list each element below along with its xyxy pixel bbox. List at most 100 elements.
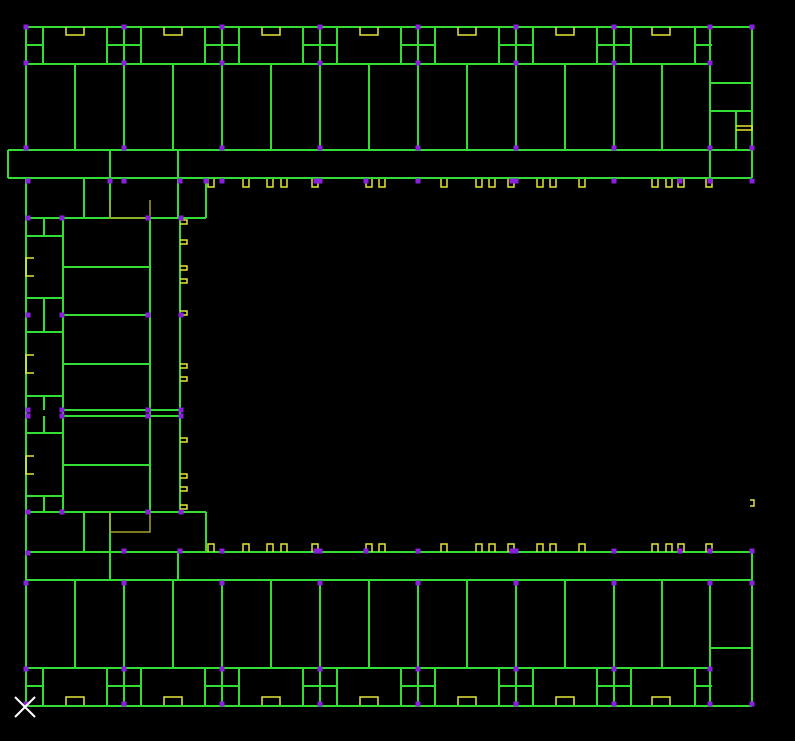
column-node	[707, 24, 713, 30]
column-node	[107, 178, 113, 184]
door-symbol	[507, 543, 515, 552]
door-symbol	[180, 278, 188, 284]
door-symbol	[651, 696, 671, 705]
column-node	[749, 145, 755, 151]
column-node	[317, 60, 323, 66]
column-node	[749, 580, 755, 586]
door-symbol	[651, 27, 671, 36]
column-node	[23, 701, 29, 707]
column-node	[415, 580, 421, 586]
column-node	[25, 509, 31, 515]
column-node	[513, 178, 519, 184]
door-symbol	[736, 125, 753, 131]
door-symbol	[475, 179, 483, 188]
door-symbol	[180, 437, 188, 443]
door-symbol	[378, 179, 386, 188]
column-node	[749, 701, 755, 707]
column-node	[611, 701, 617, 707]
door-symbol	[163, 696, 183, 705]
column-node	[707, 701, 713, 707]
column-node	[415, 701, 421, 707]
door-symbol	[163, 27, 183, 36]
door-symbol	[440, 543, 448, 552]
column-node	[203, 178, 209, 184]
door-symbol	[280, 179, 288, 188]
column-node	[145, 413, 151, 419]
column-node	[611, 548, 617, 554]
column-node	[677, 548, 683, 554]
column-node	[415, 178, 421, 184]
column-node	[121, 701, 127, 707]
column-node	[611, 580, 617, 586]
column-node	[59, 509, 65, 515]
column-node	[219, 145, 225, 151]
door-symbol	[705, 543, 713, 552]
door-symbol	[180, 219, 188, 225]
door-symbol	[109, 512, 151, 533]
door-symbol	[180, 363, 188, 369]
door-symbol	[549, 179, 557, 188]
door-symbol	[280, 543, 288, 552]
column-node	[513, 145, 519, 151]
door-symbol	[457, 696, 477, 705]
column-node	[23, 145, 29, 151]
door-symbol	[555, 696, 575, 705]
door-symbol	[488, 179, 496, 188]
column-node	[23, 60, 29, 66]
door-symbol	[536, 543, 544, 552]
column-node	[25, 215, 31, 221]
column-node	[707, 580, 713, 586]
column-node	[707, 178, 713, 184]
column-node	[313, 178, 319, 184]
column-node	[219, 548, 225, 554]
door-symbol	[65, 696, 85, 705]
column-node	[707, 666, 713, 672]
column-node	[23, 24, 29, 30]
column-node	[317, 666, 323, 672]
column-node	[317, 145, 323, 151]
door-symbol	[180, 376, 188, 382]
column-node	[145, 215, 151, 221]
column-node	[121, 60, 127, 66]
column-node	[219, 60, 225, 66]
door-symbol	[180, 265, 188, 271]
column-node	[317, 548, 323, 554]
door-symbol	[359, 696, 379, 705]
door-symbol	[109, 200, 151, 219]
column-node	[611, 24, 617, 30]
door-symbol	[266, 543, 274, 552]
column-node	[509, 548, 515, 554]
door-symbol	[750, 499, 755, 507]
column-node	[25, 407, 31, 413]
door-symbol	[536, 179, 544, 188]
column-node	[611, 60, 617, 66]
door-symbol	[25, 354, 34, 374]
door-symbol	[180, 473, 188, 479]
column-node	[513, 666, 519, 672]
door-symbol	[555, 27, 575, 36]
column-node	[25, 178, 31, 184]
door-symbol	[65, 27, 85, 36]
x-cross-icon	[14, 696, 36, 718]
door-symbol	[311, 543, 319, 552]
column-node	[415, 60, 421, 66]
column-node	[749, 178, 755, 184]
column-node	[611, 666, 617, 672]
door-symbol	[677, 543, 685, 552]
door-symbol	[651, 179, 659, 188]
column-node	[513, 580, 519, 586]
wall-layer	[7, 26, 753, 707]
column-node	[415, 666, 421, 672]
column-node	[25, 413, 31, 419]
column-node	[415, 24, 421, 30]
column-node	[219, 666, 225, 672]
column-node	[749, 548, 755, 554]
column-node	[513, 60, 519, 66]
column-node	[219, 701, 225, 707]
column-node	[59, 312, 65, 318]
column-node	[59, 215, 65, 221]
column-node	[59, 413, 65, 419]
column-node	[219, 24, 225, 30]
door-symbol	[578, 543, 586, 552]
door-symbol	[359, 27, 379, 36]
